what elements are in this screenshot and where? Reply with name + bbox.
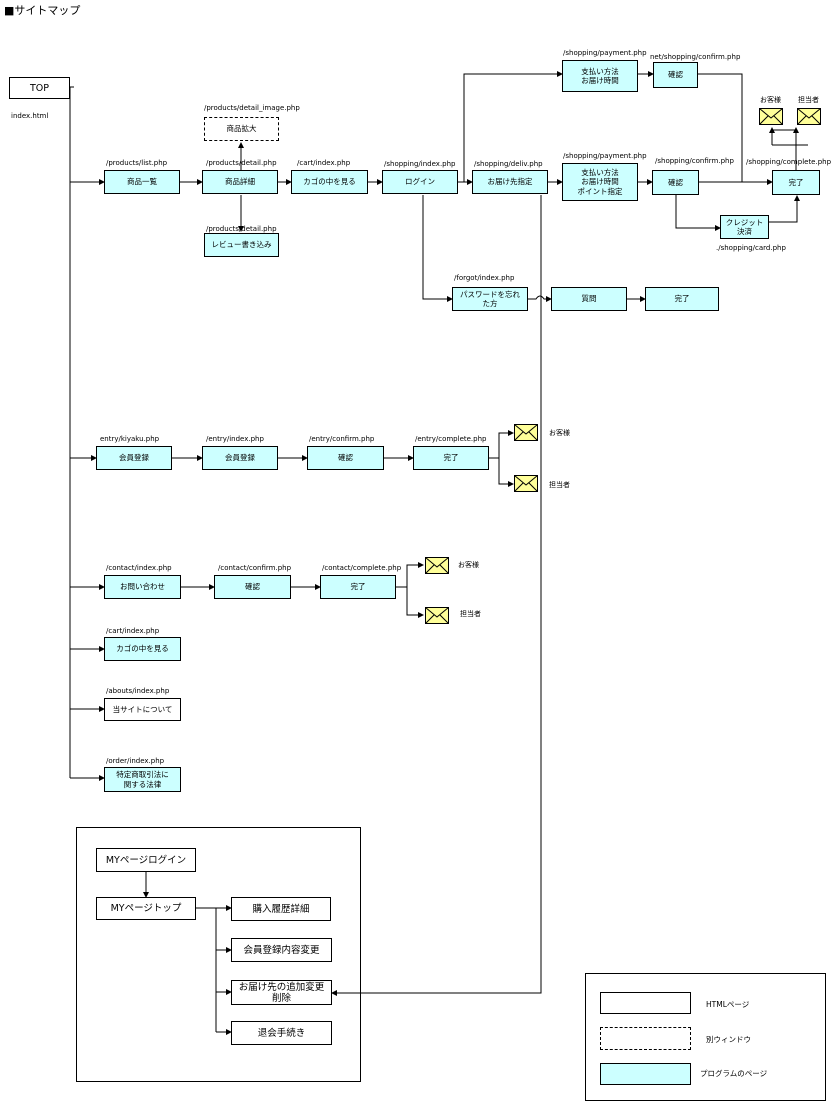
edge-deliv-paymenttop [463,71,563,182]
box-payment-top: 支払い方法 お届け時間 [562,60,638,92]
box-mypage-member-edit: 会員登録内容変更 [231,938,332,962]
box-entry-complete: 完了 [413,446,489,470]
path-kiyaku: entry/kiyaku.php [100,435,160,443]
legend-html-label: HTMLページ [706,1000,750,1009]
path-abouts: /abouts/index.php [106,687,170,695]
box-credit: クレジット 決済 [720,215,769,239]
page-title: ■サイトマップ [4,4,81,17]
path-review: /products/detail.php [206,225,277,233]
box-confirm-top: 確認 [653,62,698,88]
legend-window-swatch [600,1027,691,1050]
box-contact: お問い合わせ [104,575,181,599]
box-contact-complete: 完了 [320,575,396,599]
box-cart: カゴの中を見る [291,170,368,194]
path-payment: /shopping/payment.php [563,152,647,160]
mail-icon [759,108,783,125]
box-question: 質問 [551,287,627,311]
path-entry-confirm: /entry/confirm.php [309,435,375,443]
edge-entry-mails [489,430,514,459]
box-mypage-address: お届け先の追加変更 削除 [231,980,332,1005]
box-entry-confirm: 確認 [307,446,384,470]
path-detail: /products/detail.php [206,159,277,167]
box-list: 商品一覧 [104,170,180,194]
mail-label-customer: お客様 [549,429,570,437]
top-box: TOP [9,77,70,99]
box-entry: 会員登録 [202,446,278,470]
box-complete: 完了 [772,170,820,195]
edge-contact-mails [396,562,424,588]
path-contact-index: /contact/index.php [106,564,172,572]
box-login: ログイン [382,170,458,194]
mail-icon [514,424,538,441]
legend-html-swatch [600,992,691,1014]
mail-icon [797,108,821,125]
mail-icon [425,557,449,574]
legend-program-swatch [600,1063,691,1085]
box-mypage-login: MYページログイン [96,848,196,872]
box-cart2: カゴの中を見る [104,637,181,661]
path-deliv: /shopping/deliv.php [474,160,543,168]
edge-forgot-question [528,295,552,302]
box-about: 当サイトについて [104,698,181,721]
path-payment-top: /shopping/payment.php [563,49,647,57]
box-mypage-withdraw: 退会手続き [231,1021,332,1045]
box-law: 特定商取引法に 関する法律 [104,767,181,792]
legend-window-label: 別ウィンドウ [706,1035,751,1044]
path-confirm: /shopping/confirm.php [655,157,734,165]
mypage-group [76,827,361,1082]
mail-label-customer: お客様 [760,96,781,104]
box-zoom: 商品拡大 [204,117,279,141]
legend [585,973,826,1101]
path-entry-index: /entry/index.php [206,435,264,443]
path-forgot: /forgot/index.php [454,274,515,282]
box-mypage-history: 購入履歴詳細 [231,897,331,921]
top-file-label: index.html [11,112,49,120]
path-complete: /shopping/complete.php [746,158,832,166]
mail-label-customer: お客様 [458,561,479,569]
edge-credit-complete [769,195,800,223]
path-shopping-index: /shopping/index.php [384,160,456,168]
box-detail: 商品詳細 [202,170,278,194]
path-detail-image: /products/detail_image.php [204,104,300,112]
edge-confirm-credit [675,195,721,231]
path-confirm-top: net/shopping/confirm.php [650,53,741,61]
edge-login-forgot [422,195,453,302]
path-contact-complete: /contact/complete.php [322,564,402,572]
box-confirm: 確認 [652,170,699,195]
mail-label-staff: 担当者 [549,481,570,489]
mail-label-staff: 担当者 [460,610,481,618]
path-cart: /cart/index.php [297,159,351,167]
box-mypage-top: MYページトップ [96,897,196,920]
box-review: レビュー書き込み [204,233,279,257]
legend-program-label: プログラムのページ [700,1069,768,1078]
box-forgot-complete: 完了 [645,287,719,311]
box-contact-confirm: 確認 [214,575,291,599]
box-deliv: お届け先指定 [472,170,548,194]
edge-confirmtop-complete [698,73,743,182]
path-contact-confirm: /contact/confirm.php [218,564,292,572]
box-kiyaku: 会員登録 [96,446,172,470]
mail-icon [514,475,538,492]
edge-deliv-address [331,195,542,996]
path-list: /products/list.php [106,159,168,167]
path-order: /order/index.php [106,757,165,765]
path-card: ./shopping/card.php [716,244,786,252]
mail-icon [425,607,449,624]
path-entry-complete: /entry/complete.php [415,435,487,443]
path-cart2: /cart/index.php [106,627,160,635]
box-forgot: パスワードを忘れ た方 [452,287,528,311]
mail-label-staff: 担当者 [798,96,819,104]
box-payment: 支払い方法 お届け時間 ポイント指定 [562,163,638,201]
